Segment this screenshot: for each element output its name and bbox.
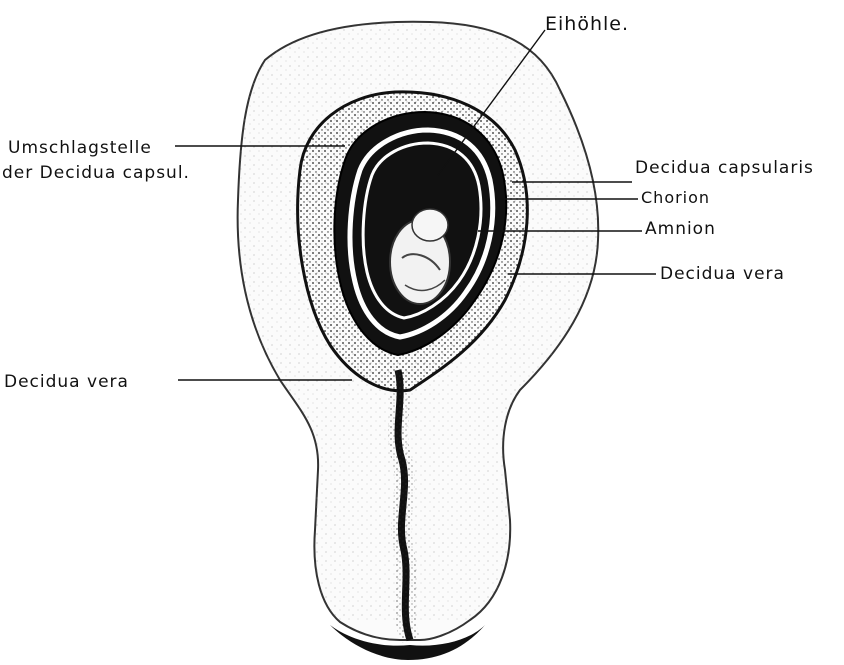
label-decidua-vera-right: Decidua vera — [660, 264, 785, 284]
label-umschlagstelle-line2: der Decidua capsul. — [2, 163, 190, 183]
label-eihoehle: Eihöhle. — [545, 14, 629, 34]
label-chorion: Chorion — [641, 188, 710, 208]
label-decidua-capsularis: Decidua capsularis — [635, 158, 814, 178]
label-amnion: Amnion — [645, 219, 716, 239]
label-umschlagstelle-line1: Umschlagstelle — [8, 138, 152, 158]
label-decidua-vera-left: Decidua vera — [4, 372, 129, 392]
